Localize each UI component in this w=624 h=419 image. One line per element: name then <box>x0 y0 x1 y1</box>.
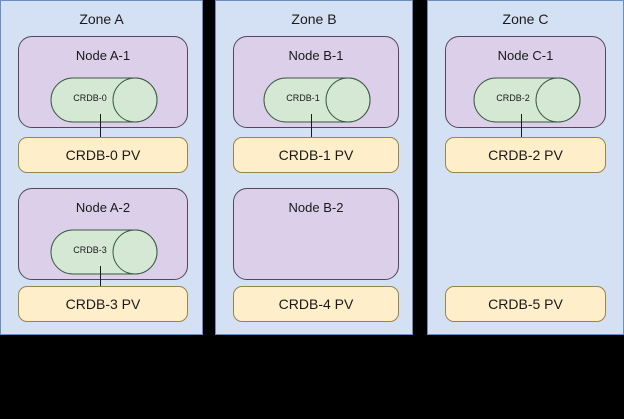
crdb-cylinder-label-crdb-2: CRDB-2 <box>496 93 530 103</box>
crdb-cylinder-crdb-0[interactable]: CRDB-0 <box>50 77 158 123</box>
connector-crdb-0 <box>100 114 101 138</box>
zone-title-c: Zone C <box>502 11 549 27</box>
connector-crdb-3 <box>100 266 101 290</box>
pv-label-crdb-5-pv: CRDB-5 PV <box>488 296 563 312</box>
pv-box-crdb-0-pv[interactable]: CRDB-0 PV <box>18 137 188 173</box>
node-box-b-2[interactable]: Node B-2 <box>233 188 399 280</box>
node-title-b-2: Node B-2 <box>288 200 344 215</box>
zone-title-b: Zone B <box>291 11 337 27</box>
pv-box-crdb-2-pv[interactable]: CRDB-2 PV <box>445 137 606 173</box>
node-title-a-2: Node A-2 <box>75 200 131 215</box>
node-box-a-1[interactable]: Node A-1 CRDB-0 <box>18 36 188 128</box>
pv-label-crdb-1-pv: CRDB-1 PV <box>278 147 354 163</box>
zone-panel-a[interactable]: Zone A Node A-1 CRDB-0 CRDB-0 PV Node A-… <box>0 0 203 335</box>
pv-label-crdb-2-pv: CRDB-2 PV <box>488 147 563 163</box>
crdb-cylinder-label-crdb-3: CRDB-3 <box>73 245 107 255</box>
crdb-cylinder-crdb-1[interactable]: CRDB-1 <box>263 77 371 123</box>
pv-label-crdb-0-pv: CRDB-0 PV <box>65 147 141 163</box>
crdb-cylinder-label-crdb-1: CRDB-1 <box>286 93 320 103</box>
zone-panel-b[interactable]: Zone B Node B-1 CRDB-1 CRDB-1 PV Node B-… <box>215 0 413 335</box>
pv-label-crdb-4-pv: CRDB-4 PV <box>278 296 354 312</box>
zone-panel-c[interactable]: Zone C Node C-1 CRDB-2 CRDB-2 PV CRDB-5 … <box>427 0 624 335</box>
zone-title-a: Zone A <box>79 11 124 27</box>
connector-crdb-2 <box>521 114 522 138</box>
crdb-cylinder-crdb-3[interactable]: CRDB-3 <box>50 229 158 275</box>
node-box-c-1[interactable]: Node C-1 CRDB-2 <box>445 36 606 128</box>
node-box-b-1[interactable]: Node B-1 CRDB-1 <box>233 36 399 128</box>
pv-box-crdb-4-pv[interactable]: CRDB-4 PV <box>233 286 399 322</box>
crdb-cylinder-crdb-2[interactable]: CRDB-2 <box>473 77 581 123</box>
pv-label-crdb-3-pv: CRDB-3 PV <box>65 296 141 312</box>
pv-box-crdb-1-pv[interactable]: CRDB-1 PV <box>233 137 399 173</box>
node-title-a-1: Node A-1 <box>75 48 131 63</box>
pv-box-crdb-5-pv[interactable]: CRDB-5 PV <box>445 286 606 322</box>
connector-crdb-1 <box>311 114 312 138</box>
node-box-a-2[interactable]: Node A-2 CRDB-3 <box>18 188 188 280</box>
pv-box-crdb-3-pv[interactable]: CRDB-3 PV <box>18 286 188 322</box>
node-title-c-1: Node C-1 <box>497 48 554 63</box>
node-title-b-1: Node B-1 <box>288 48 344 63</box>
crdb-cylinder-label-crdb-0: CRDB-0 <box>73 93 107 103</box>
